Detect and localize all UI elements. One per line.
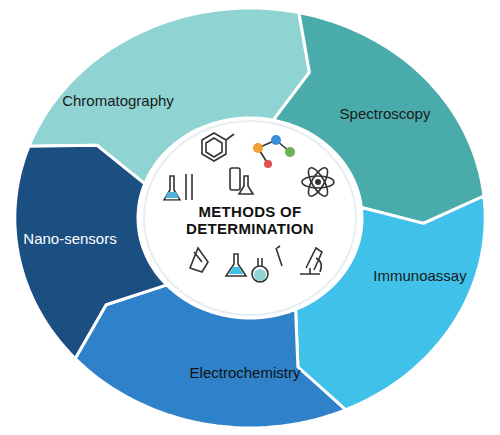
method-label: Nano-sensors	[23, 230, 116, 247]
segment-fill	[15, 145, 167, 358]
center-circle: METHODS OF DETERMINATION	[140, 118, 360, 318]
method-label: Immunoassay	[373, 267, 466, 284]
method-label: Electrochemistry	[190, 364, 301, 381]
method-label: Spectroscopy	[340, 105, 431, 122]
center-title: METHODS OF DETERMINATION	[161, 201, 339, 240]
method-label: Chromatography	[62, 92, 174, 109]
